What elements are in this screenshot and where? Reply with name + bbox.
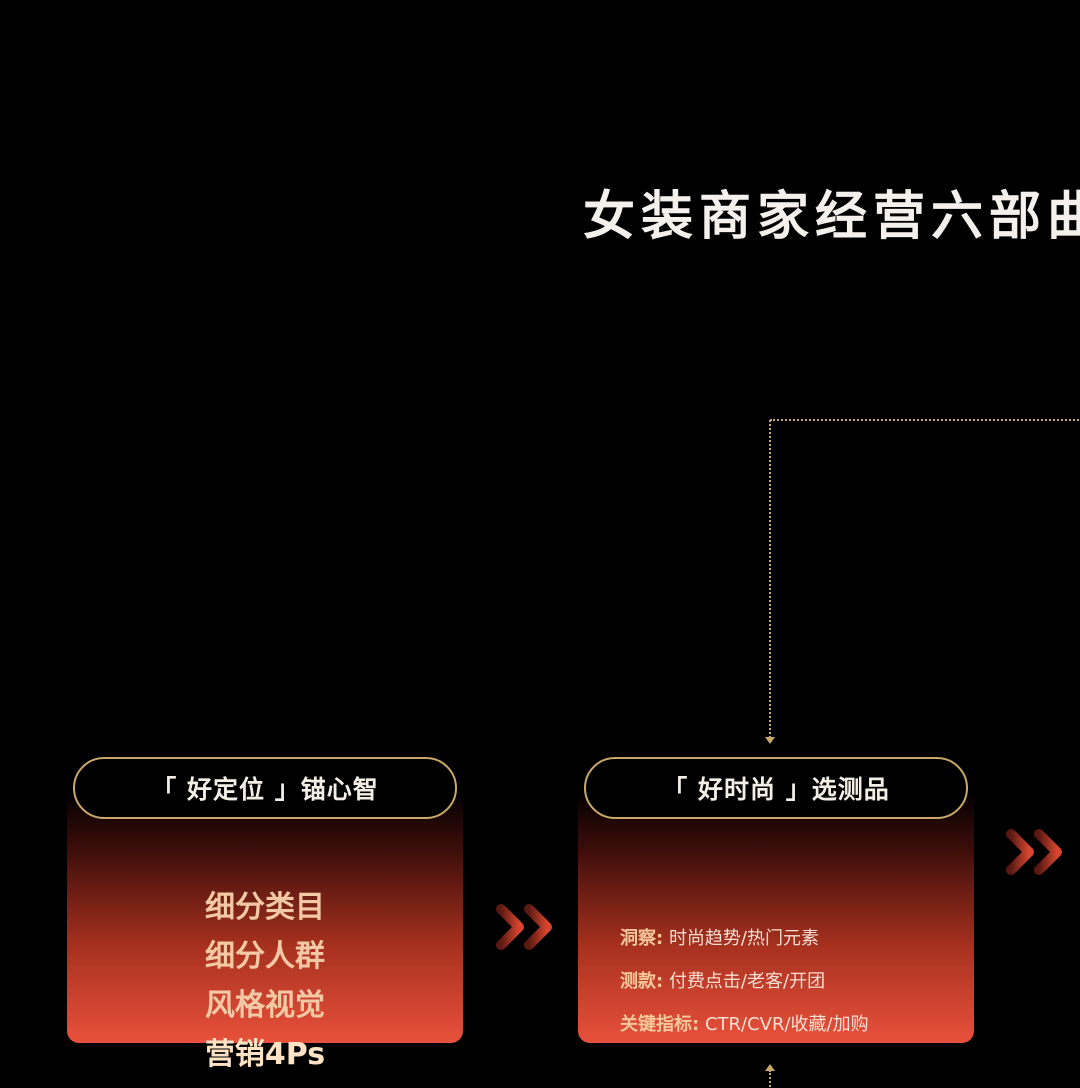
stage-detail-list: 洞察: 时尚趋势/热门元素 测款: 付费点击/老客/开团 关键指标: CTR/C… [620, 917, 869, 1046]
page-title: 女装商家经营六部曲 [583, 186, 1080, 247]
stage-item: 细分人群 [205, 939, 325, 974]
detail-key: 关键指标: [620, 1014, 700, 1035]
detail-value: CTR/CVR/收藏/加购 [704, 1014, 869, 1035]
dotted-arrow-up-icon [765, 1064, 775, 1071]
dotted-connector-vertical-bottom [769, 1070, 771, 1088]
stage-detail-row: 关键指标: CTR/CVR/收藏/加购 [620, 1003, 869, 1046]
detail-value: 时尚趋势/热门元素 [668, 928, 820, 949]
stage-detail-row: 测款: 付费点击/老客/开团 [620, 960, 869, 1003]
stage-item: 营销4Ps [204, 1037, 326, 1072]
detail-key: 测款: [620, 971, 664, 992]
stage-detail-row: 洞察: 时尚趋势/热门元素 [620, 917, 869, 960]
stage-card-fashion: 洞察: 时尚趋势/热门元素 测款: 付费点击/老客/开团 关键指标: CTR/C… [578, 757, 974, 1043]
double-chevron-right-icon [1005, 822, 1075, 882]
stage-item: 风格视觉 [205, 988, 325, 1023]
stage-card-body: 洞察: 时尚趋势/热门元素 测款: 付费点击/老客/开团 关键指标: CTR/C… [578, 791, 974, 1043]
stage-card-body: 细分类目 细分人群 风格视觉 营销4Ps [67, 791, 463, 1072]
dotted-connector-vertical [769, 420, 771, 738]
detail-value: 付费点击/老客/开团 [668, 971, 826, 992]
double-chevron-right-icon [495, 897, 565, 957]
stage-card-positioning: 细分类目 细分人群 风格视觉 营销4Ps 「 好定位 」锚心智 [67, 757, 463, 1072]
detail-key: 洞察: [620, 928, 664, 949]
stage-item: 细分类目 [205, 890, 325, 925]
stage-header-pill: 「 好定位 」锚心智 [73, 757, 457, 819]
stage-item-list: 细分类目 细分人群 风格视觉 营销4Ps [67, 883, 463, 1079]
dotted-arrow-down-icon [765, 737, 775, 744]
dotted-connector-horizontal [770, 419, 1080, 421]
stage-header-pill: 「 好时尚 」选测品 [584, 757, 968, 819]
